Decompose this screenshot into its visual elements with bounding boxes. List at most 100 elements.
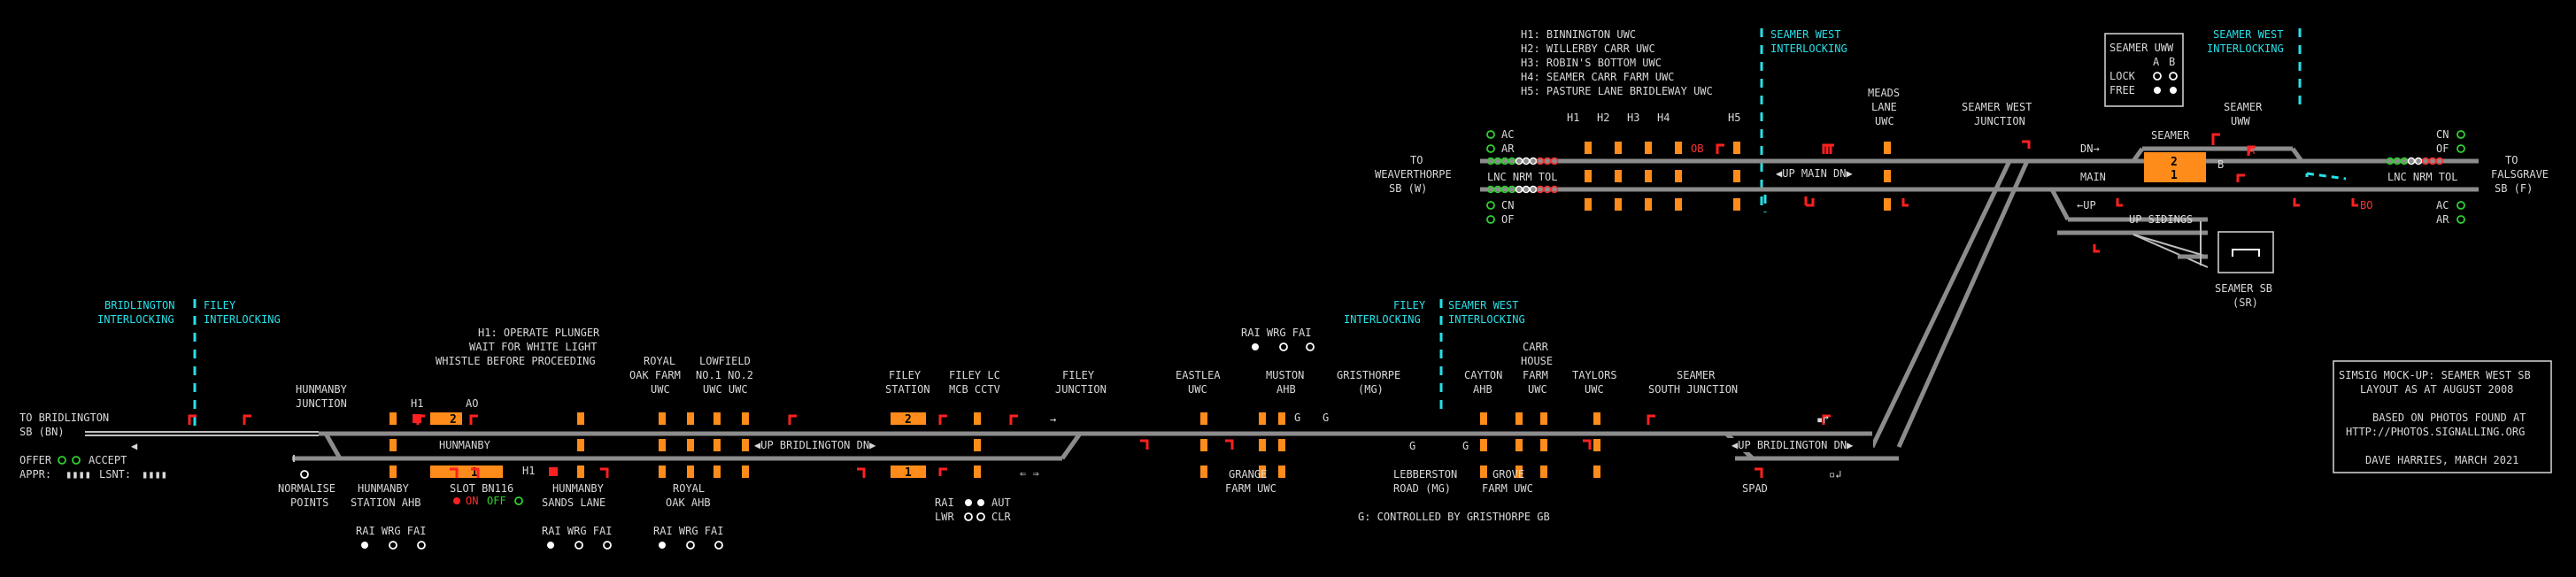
train-berth[interactable] (2144, 152, 2206, 182)
ar-label: AR (2436, 213, 2449, 226)
hint-line: H5: PASTURE LANE BRIDLEWAY UWC (1521, 85, 1713, 97)
train-berth-dn[interactable] (891, 465, 926, 478)
muston-label: MUSTON (1266, 369, 1304, 381)
of-label: OF (1501, 213, 1514, 226)
offer-lamp[interactable] (58, 456, 66, 465)
filey-berths[interactable]: 2 1 (891, 412, 926, 480)
track-circuit (1259, 465, 1266, 478)
track-circuit (389, 439, 397, 451)
signal[interactable] (1806, 198, 1815, 207)
carr-house-label: HOUSE (1521, 355, 1553, 367)
uww-col-b: B (2169, 56, 2175, 68)
accept-lamp[interactable] (72, 456, 81, 465)
rai-wrg-fai-label: RAI WRG FAI (356, 525, 426, 537)
train-berth-up[interactable] (430, 412, 462, 425)
h-col-label: H3 (1627, 112, 1639, 124)
normalise-points-button[interactable] (300, 470, 309, 479)
signal[interactable] (1140, 439, 1149, 450)
uww-free: FREE (2109, 84, 2135, 96)
signal[interactable] (1755, 467, 1763, 478)
normalise-label: NORMALISE (278, 482, 335, 495)
track-circuit (1615, 170, 1622, 182)
signal[interactable] (243, 414, 251, 425)
uww-lock-a[interactable] (2153, 72, 2162, 81)
signal[interactable] (1009, 414, 1018, 425)
signal[interactable] (2236, 173, 2245, 182)
train-berth-dn[interactable] (430, 465, 503, 478)
signal-ob[interactable] (1716, 143, 1724, 154)
signal[interactable] (1225, 439, 1234, 450)
info-line: HTTP://PHOTOS.SIGNALLING.ORG (2346, 426, 2525, 438)
signal[interactable] (471, 467, 480, 478)
track-circuit (1585, 198, 1592, 211)
signal[interactable] (450, 467, 459, 478)
top-labels: MEADS LANE UWC SEAMER WEST JUNCTION SEAM… (1375, 87, 2549, 195)
to-bridlington-label: SB (BN) (19, 426, 65, 438)
dn-label: DN→ (2080, 142, 2100, 155)
seamer-sb[interactable]: SEAMER SB (SR) (2215, 231, 2274, 309)
signal[interactable] (1901, 198, 1909, 207)
signal[interactable] (857, 467, 866, 478)
shunt-signal[interactable]: ▪↱ (1816, 413, 1829, 426)
uww-free-b[interactable] (2170, 87, 2177, 94)
plunger-h1[interactable] (549, 467, 558, 476)
train-berth-up[interactable] (891, 412, 926, 425)
signal-box-icon[interactable] (2217, 231, 2274, 273)
lowfield-label: LOWFIELD (699, 355, 751, 367)
slot-on-label: ON (466, 495, 478, 507)
signal[interactable] (938, 414, 947, 425)
signal[interactable] (2093, 244, 2100, 253)
track-circuit (1733, 142, 1740, 154)
signal[interactable] (2351, 198, 2358, 207)
ac-label: AC (1501, 128, 1514, 141)
rai-wrg-fai-label: RAI WRG FAI (653, 525, 723, 537)
bottom-signals[interactable]: AO H1 (188, 397, 1831, 478)
signal[interactable] (188, 414, 197, 425)
signal[interactable] (2116, 198, 2123, 207)
seamer-west-jn-label: SEAMER WEST (1962, 101, 2032, 113)
signal[interactable] (1647, 414, 1655, 425)
slot-off-lamp[interactable] (514, 496, 523, 505)
plunger-h1[interactable] (413, 414, 421, 423)
track-circuit (974, 465, 981, 478)
lamp-wrg (686, 541, 695, 550)
seamer-berth[interactable]: 2 1 (2144, 152, 2206, 182)
track-circuit (389, 465, 397, 478)
signal[interactable] (938, 467, 947, 476)
royal-oak-farm-label: ROYAL (644, 355, 675, 367)
signal[interactable] (469, 414, 478, 425)
track-circuit (1675, 198, 1682, 211)
g-label: G (1323, 412, 1329, 424)
royal-oak-ahb-label: ROYAL (673, 482, 705, 495)
top-signals[interactable]: OB A B BO (1691, 133, 2372, 253)
signal[interactable] (1583, 439, 1592, 450)
signal[interactable] (788, 414, 797, 425)
berth-id-top: 2 (2171, 156, 2178, 169)
signal[interactable] (2022, 140, 2031, 149)
signal[interactable] (600, 467, 609, 478)
grove-label: FARM UWC (1482, 482, 1533, 495)
rai-wrg-fai-label: RAI WRG FAI (1241, 327, 1311, 339)
slot-on-lamp[interactable] (453, 497, 460, 504)
signal-id: A (2248, 144, 2256, 157)
signal[interactable] (2247, 145, 2256, 156)
seamer-uww-label: SEAMER (2224, 101, 2263, 113)
uww-lock-b[interactable] (2169, 72, 2178, 81)
hunmanby-berths[interactable]: 2 1 (430, 412, 503, 480)
clr-lamp (976, 512, 985, 521)
signal[interactable] (1822, 414, 1831, 425)
track-circuit (1645, 170, 1652, 182)
meads-lane-label: MEADS (1868, 87, 1900, 99)
signal[interactable] (2293, 198, 2300, 207)
hint-line: H2: WILLERBY CARR UWC (1521, 42, 1655, 55)
taylors-label: TAYLORS (1572, 369, 1617, 381)
uww-free-a[interactable] (2154, 87, 2161, 94)
track-circuit (577, 412, 584, 425)
h1-label: H1 (411, 397, 423, 410)
shunt-signal[interactable]: ▫↲ (1829, 468, 1841, 481)
track-circuit (1884, 142, 1891, 154)
signal[interactable] (1824, 143, 1832, 154)
signal[interactable] (2211, 133, 2220, 145)
seamer-uww-label: UWW (2231, 115, 2250, 127)
connecting-track (1896, 159, 2030, 449)
